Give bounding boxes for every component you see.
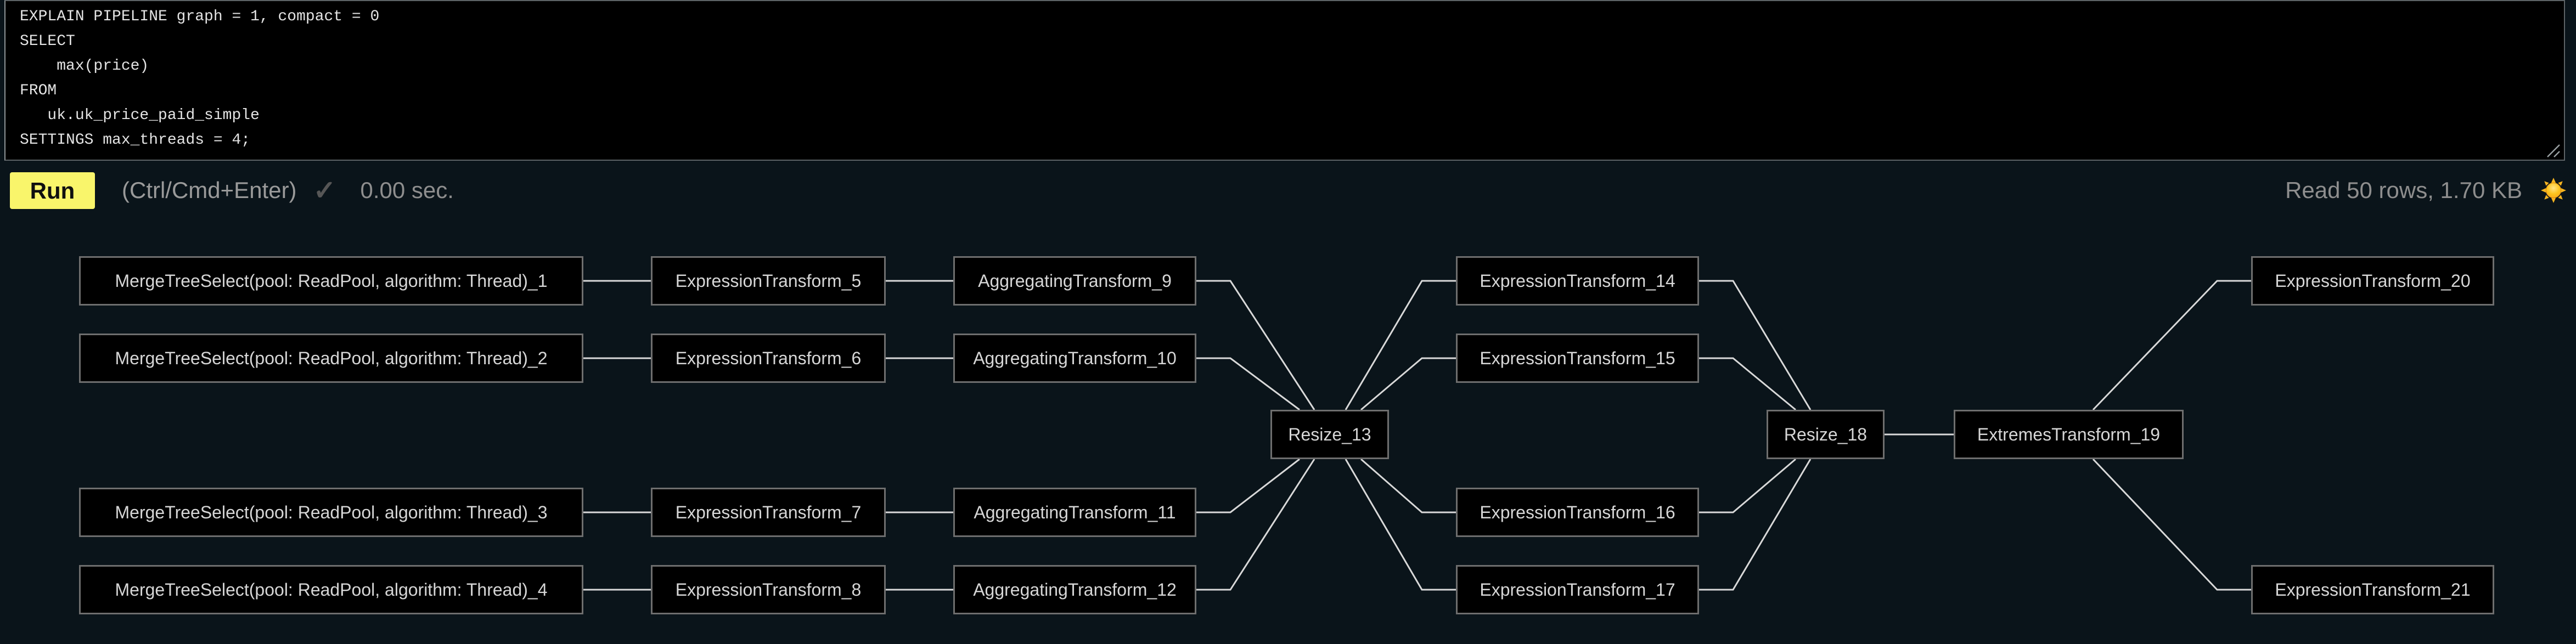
pipeline-edge-et15-r18 <box>1699 357 1796 411</box>
pipeline-node-et16: ExpressionTransform_16 <box>1456 488 1699 537</box>
pipeline-node-et14: ExpressionTransform_14 <box>1456 256 1699 306</box>
pipeline-edge-at10-r13 <box>1196 357 1300 411</box>
pipeline-node-at9: AggregatingTransform_9 <box>953 256 1196 306</box>
pipeline-graph: MergeTreeSelect(pool: ReadPool, algorith… <box>0 219 2576 644</box>
pipeline-edge-ext19-et20 <box>2092 280 2251 411</box>
run-button[interactable]: Run <box>10 172 95 209</box>
pipeline-edge-et17-r18 <box>1699 459 1812 591</box>
toolbar: Run (Ctrl/Cmd+Enter) ✓ 0.00 sec. Read 50… <box>10 161 2566 219</box>
pipeline-node-et8: ExpressionTransform_8 <box>651 565 886 614</box>
pipeline-node-at11: AggregatingTransform_11 <box>953 488 1196 537</box>
pipeline-edge-ext19-et21 <box>2092 458 2251 591</box>
pipeline-edge-at12-r13 <box>1196 459 1315 591</box>
pipeline-edge-et14-r18 <box>1699 280 1812 410</box>
pipeline-node-at12: AggregatingTransform_12 <box>953 565 1196 614</box>
shortcut-hint: (Ctrl/Cmd+Enter) <box>122 177 297 203</box>
pipeline-node-et7: ExpressionTransform_7 <box>651 488 886 537</box>
pipeline-node-et21: ExpressionTransform_21 <box>2251 565 2494 614</box>
pipeline-edge-at11-r13 <box>1196 458 1300 513</box>
pipeline-node-r18: Resize_18 <box>1767 410 1885 459</box>
read-stats: Read 50 rows, 1.70 KB <box>2285 177 2522 203</box>
pipeline-edges-layer <box>583 280 2251 591</box>
resize-grip-icon[interactable] <box>2545 143 2562 158</box>
pipeline-node-at10: AggregatingTransform_10 <box>953 334 1196 383</box>
pipeline-node-et5: ExpressionTransform_5 <box>651 256 886 306</box>
pipeline-edge-r13-et16 <box>1360 458 1456 513</box>
pipeline-node-mt1: MergeTreeSelect(pool: ReadPool, algorith… <box>79 256 583 306</box>
pipeline-node-et17: ExpressionTransform_17 <box>1456 565 1699 614</box>
sun-icon[interactable] <box>2541 178 2566 203</box>
pipeline-node-et15: ExpressionTransform_15 <box>1456 334 1699 383</box>
pipeline-node-mt4: MergeTreeSelect(pool: ReadPool, algorith… <box>79 565 583 614</box>
pipeline-node-mt3: MergeTreeSelect(pool: ReadPool, algorith… <box>79 488 583 537</box>
success-check-icon: ✓ <box>313 175 336 206</box>
pipeline-node-et6: ExpressionTransform_6 <box>651 334 886 383</box>
pipeline-node-ext19: ExtremesTransform_19 <box>1954 410 2184 459</box>
pipeline-node-r13: Resize_13 <box>1270 410 1389 459</box>
pipeline-node-mt2: MergeTreeSelect(pool: ReadPool, algorith… <box>79 334 583 383</box>
pipeline-edge-r13-et17 <box>1345 459 1456 591</box>
pipeline-edge-r13-et14 <box>1345 280 1456 410</box>
query-editor[interactable]: EXPLAIN PIPELINE graph = 1, compact = 0 … <box>4 0 2565 161</box>
pipeline-node-et20: ExpressionTransform_20 <box>2251 256 2494 306</box>
pipeline-edge-r13-et15 <box>1360 357 1456 411</box>
sql-editor-container: EXPLAIN PIPELINE graph = 1, compact = 0 … <box>4 0 2565 161</box>
elapsed-time: 0.00 sec. <box>360 177 454 203</box>
pipeline-edge-at9-r13 <box>1196 280 1315 410</box>
pipeline-edge-et16-r18 <box>1699 458 1796 513</box>
